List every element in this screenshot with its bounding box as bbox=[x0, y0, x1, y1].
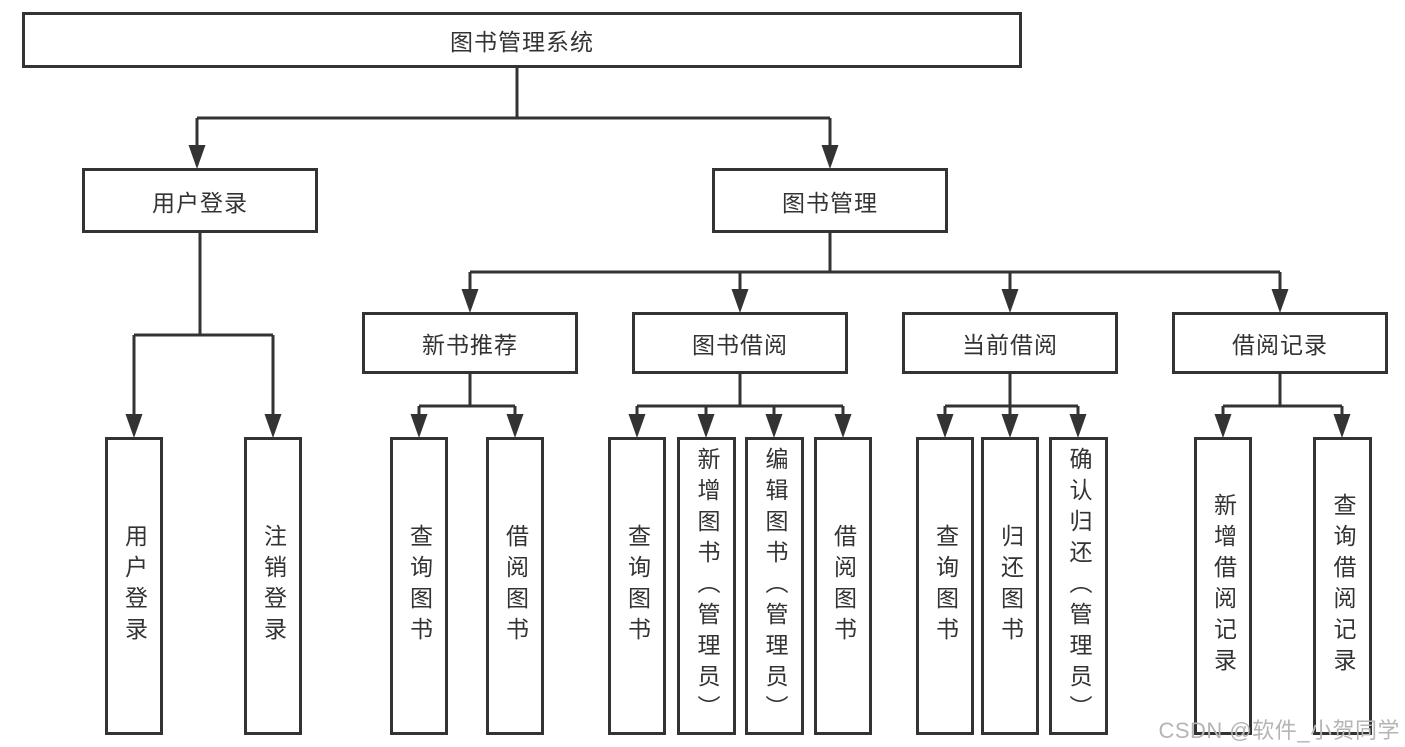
node-label: 新增借阅记录 bbox=[1210, 493, 1237, 679]
node-query-books-current: 查询图书 bbox=[916, 437, 974, 735]
connector-borrowing-records-branch bbox=[1223, 372, 1342, 408]
node-label: 借阅图书 bbox=[502, 524, 529, 648]
node-label: 图书借阅 bbox=[692, 332, 788, 358]
node-query-books-borrowing: 查询图书 bbox=[608, 437, 666, 735]
node-label: 图书管理 bbox=[782, 189, 878, 216]
connector-book-borrowing-branch bbox=[637, 372, 843, 408]
connector-new-book-branch bbox=[419, 372, 515, 408]
node-label: 查询图书 bbox=[932, 524, 959, 648]
connector-root-to-level2 bbox=[197, 66, 830, 120]
node-library-management-system: 图书管理系统 bbox=[22, 12, 1022, 68]
connector-current-borrowing-branch bbox=[945, 372, 1078, 408]
node-label: 用户登录 bbox=[121, 524, 148, 648]
node-book-management: 图书管理 bbox=[712, 168, 948, 233]
node-label: 归还图书 bbox=[997, 524, 1024, 648]
csdn-watermark: CSDN @软件_小贺同学 bbox=[1158, 718, 1400, 743]
node-edit-books-admin: 编辑图书（管理员） bbox=[745, 437, 804, 735]
node-label: 新增图书（管理员） bbox=[694, 446, 720, 726]
node-return-books: 归还图书 bbox=[981, 437, 1039, 735]
node-add-books-admin: 新增图书（管理员） bbox=[677, 437, 736, 735]
node-query-books-recommend: 查询图书 bbox=[390, 437, 448, 735]
node-user-login: 用户登录 bbox=[105, 437, 163, 735]
connector-book-management-branch bbox=[470, 231, 1280, 274]
node-logout: 注销登录 bbox=[244, 437, 302, 735]
node-label: 当前借阅 bbox=[962, 332, 1058, 358]
node-borrow-books-recommend: 借阅图书 bbox=[486, 437, 544, 735]
node-label: 编辑图书（管理员） bbox=[762, 446, 788, 726]
node-query-borrow-record: 查询借阅记录 bbox=[1313, 437, 1372, 735]
node-new-book-recommendation: 新书推荐 bbox=[362, 312, 578, 374]
node-label: 注销登录 bbox=[260, 524, 287, 648]
node-label: 借阅记录 bbox=[1232, 332, 1328, 358]
node-user-login-branch: 用户登录 bbox=[82, 168, 318, 233]
node-book-borrowing: 图书借阅 bbox=[632, 312, 848, 374]
node-borrowing-records: 借阅记录 bbox=[1172, 312, 1388, 374]
connector-user-login-branch bbox=[134, 231, 273, 337]
node-add-borrow-record: 新增借阅记录 bbox=[1194, 437, 1252, 735]
node-label: 查询图书 bbox=[624, 524, 651, 648]
node-label: 图书管理系统 bbox=[450, 29, 594, 55]
node-label: 新书推荐 bbox=[422, 332, 518, 358]
node-label: 确认归还（管理员） bbox=[1066, 446, 1092, 726]
node-current-borrowing: 当前借阅 bbox=[902, 312, 1118, 374]
node-borrow-books: 借阅图书 bbox=[814, 437, 872, 735]
node-label: 借阅图书 bbox=[830, 524, 857, 648]
node-label: 查询图书 bbox=[406, 524, 433, 648]
node-confirm-return-admin: 确认归还（管理员） bbox=[1049, 437, 1108, 735]
node-label: 查询借阅记录 bbox=[1330, 493, 1356, 679]
node-label: 用户登录 bbox=[152, 189, 248, 216]
